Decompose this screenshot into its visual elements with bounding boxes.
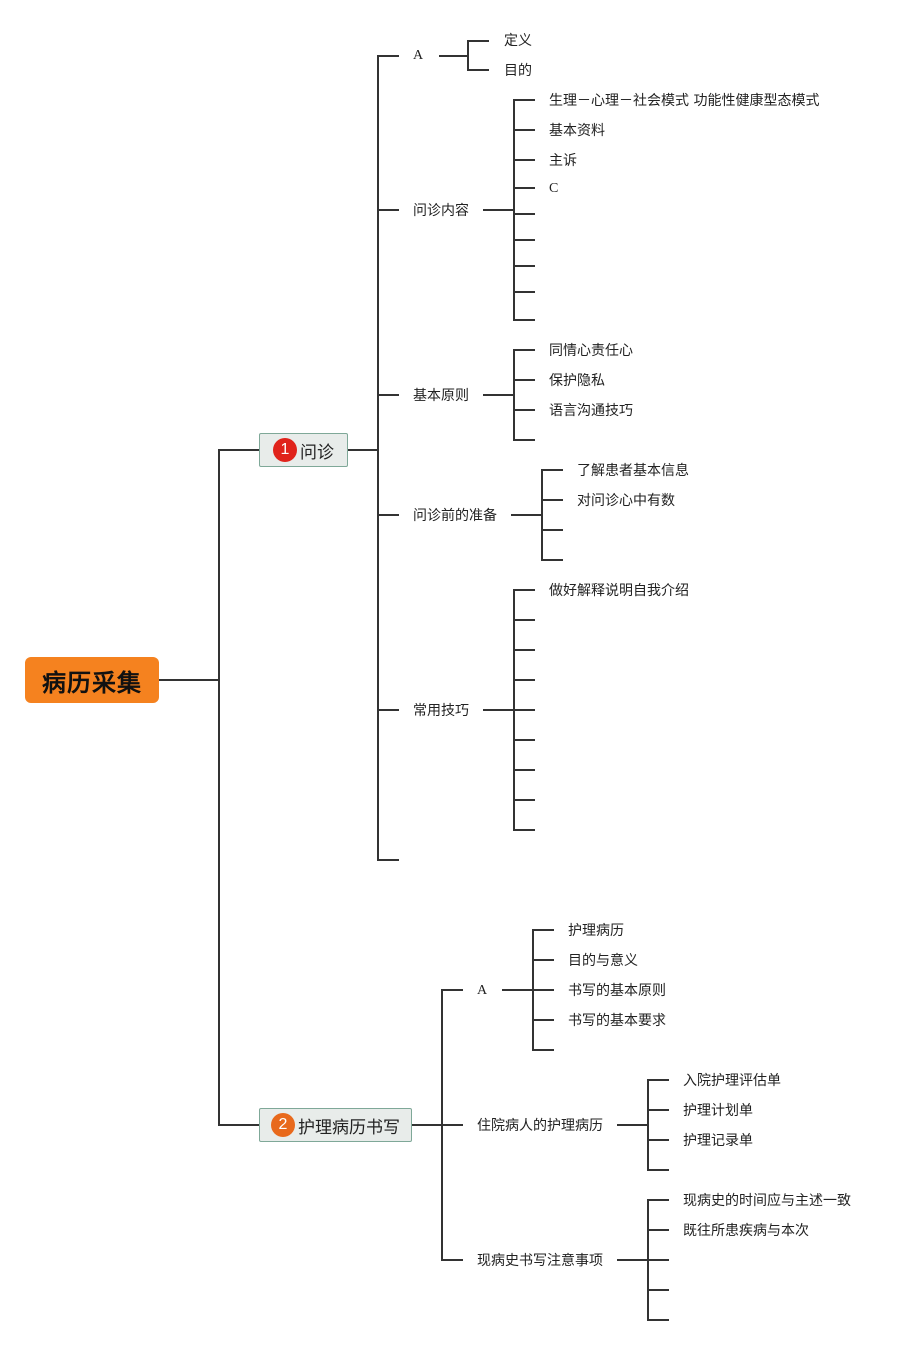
leaf-item[interactable]: 基本资料	[549, 123, 605, 139]
leaf-item[interactable]: C	[549, 181, 559, 196]
leaf-item[interactable]: 做好解释说明自我介绍	[549, 583, 689, 599]
leaf-item[interactable]: 对问诊心中有数	[577, 493, 675, 509]
subtopic-common-skills[interactable]: 常用技巧	[413, 703, 469, 719]
leaf-item[interactable]: 同情心责任心	[549, 343, 633, 359]
subtopic-a[interactable]: A	[413, 48, 424, 63]
leaf-item[interactable]: 了解患者基本信息	[577, 463, 689, 479]
subtopic-preparation[interactable]: 问诊前的准备	[413, 508, 497, 524]
branch-node-inquiry[interactable]: 1 问诊	[259, 433, 348, 467]
leaf-item[interactable]: 护理计划单	[683, 1103, 753, 1119]
leaf-item[interactable]: 生理－心理－社会模式 功能性健康型态模式	[549, 93, 820, 109]
subtopic-inquiry-content[interactable]: 问诊内容	[413, 203, 469, 219]
branch-label: 问诊	[300, 442, 334, 463]
number-badge-icon: 2	[271, 1113, 295, 1137]
leaf-item[interactable]: 护理记录单	[683, 1133, 753, 1149]
subtopic-inpatient-record[interactable]: 住院病人的护理病历	[477, 1118, 603, 1134]
leaf-item[interactable]: 既往所患疾病与本次	[683, 1223, 809, 1239]
branch-label: 护理病历书写	[298, 1117, 400, 1138]
leaf-item[interactable]: 现病史的时间应与主述一致	[683, 1193, 851, 1209]
leaf-item[interactable]: 定义	[504, 33, 532, 49]
root-label: 病历采集	[42, 668, 142, 697]
subtopic-present-illness-notes[interactable]: 现病史书写注意事项	[477, 1253, 603, 1269]
subtopic-a[interactable]: A	[477, 983, 488, 998]
number-badge-icon: 1	[273, 438, 297, 462]
root-node[interactable]: 病历采集	[25, 657, 159, 703]
leaf-item[interactable]: 书写的基本要求	[568, 1013, 666, 1029]
leaf-item[interactable]: 语言沟通技巧	[549, 403, 633, 419]
branch-node-nursing-record[interactable]: 2 护理病历书写	[259, 1108, 412, 1142]
leaf-item[interactable]: 目的与意义	[568, 953, 638, 969]
subtopic-basic-principles[interactable]: 基本原则	[413, 388, 469, 404]
leaf-item[interactable]: 护理病历	[568, 923, 624, 939]
leaf-item[interactable]: 目的	[504, 63, 532, 79]
leaf-item[interactable]: 保护隐私	[549, 373, 605, 389]
leaf-item[interactable]: 书写的基本原则	[568, 983, 666, 999]
leaf-item[interactable]: 入院护理评估单	[683, 1073, 781, 1089]
leaf-item[interactable]: 主诉	[549, 153, 577, 169]
